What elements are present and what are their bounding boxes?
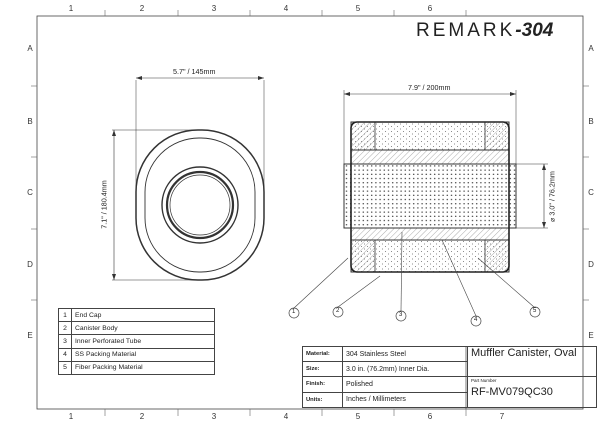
grid-col-1: 1 bbox=[68, 4, 74, 13]
grid-col-6: 6 bbox=[427, 4, 433, 13]
grid-row-d: D bbox=[27, 260, 33, 269]
brand-logo: REMARK-304 bbox=[416, 20, 553, 42]
legend-num: 1 bbox=[58, 307, 72, 323]
grid-row-d-right: D bbox=[588, 260, 594, 269]
grid-col-3-bottom: 3 bbox=[211, 412, 217, 421]
legend-num: 5 bbox=[58, 360, 72, 375]
part-number: RF-MV079QC30 bbox=[471, 386, 553, 399]
legend-num: 4 bbox=[58, 347, 72, 362]
legend-label: SS Packing Material bbox=[71, 347, 215, 362]
grid-col-4-bottom: 4 bbox=[283, 412, 289, 421]
callout-4: 4 bbox=[474, 317, 478, 323]
callout-5: 5 bbox=[533, 308, 537, 314]
leader-lines bbox=[293, 231, 535, 317]
part-name: Muffler Canister, Oval bbox=[471, 347, 577, 359]
grid-col-2: 2 bbox=[139, 4, 145, 13]
grid-row-a-right: A bbox=[588, 44, 594, 53]
end-view bbox=[112, 76, 265, 281]
legend-num: 3 bbox=[58, 334, 72, 349]
dim-length: 7.9" / 200mm bbox=[408, 83, 451, 92]
callout-2: 2 bbox=[336, 308, 340, 314]
legend-label: End Cap bbox=[71, 307, 215, 323]
dim-end-height: 7.1" / 180.4mm bbox=[99, 180, 109, 229]
grid-col-3: 3 bbox=[211, 4, 217, 13]
grid-col-6-bottom: 6 bbox=[427, 412, 433, 421]
material-value: 304 Stainless Steel bbox=[342, 345, 468, 363]
callout-1: 1 bbox=[292, 309, 296, 315]
size-value: 3.0 in. (76.2mm) Inner Dia. bbox=[342, 361, 468, 378]
part-number-label: Part Number bbox=[471, 378, 497, 384]
legend-label: Fiber Packing Material bbox=[71, 360, 215, 375]
callout-bubbles bbox=[288, 306, 541, 327]
units-label: Units: bbox=[302, 391, 343, 408]
grid-row-c: C bbox=[27, 188, 33, 197]
grid-row-e-right: E bbox=[588, 331, 594, 340]
part-number-cell: Part Number RF-MV079QC30 bbox=[467, 376, 597, 408]
grid-row-c-right: C bbox=[588, 188, 594, 197]
dim-inner-dia: ⌀ 3.0" / 76.2mm bbox=[547, 171, 557, 222]
finish-value: Polished bbox=[342, 376, 468, 393]
dim-end-width: 5.7" / 145mm bbox=[173, 67, 216, 76]
section-view bbox=[343, 90, 548, 273]
legend-num: 2 bbox=[58, 321, 72, 336]
brand-word: REMARK bbox=[416, 20, 516, 41]
grid-col-1-bottom: 1 bbox=[68, 412, 74, 421]
grid-row-b-right: B bbox=[588, 117, 594, 126]
size-label: Size: bbox=[302, 361, 343, 378]
grid-row-b: B bbox=[27, 117, 33, 126]
finish-label: Finish: bbox=[302, 376, 343, 393]
material-label: Material: bbox=[302, 345, 343, 363]
legend-label: Inner Perforated Tube bbox=[71, 334, 215, 349]
grid-row-a: A bbox=[27, 44, 33, 53]
part-name-cell: Muffler Canister, Oval bbox=[467, 345, 597, 378]
units-value: Inches / Millimeters bbox=[342, 391, 468, 408]
title-block: Material: 304 Stainless Steel Muffler Ca… bbox=[302, 345, 597, 408]
grid-col-4: 4 bbox=[283, 4, 289, 13]
brand-number: -304 bbox=[515, 20, 554, 41]
grid-col-2-bottom: 2 bbox=[139, 412, 145, 421]
grid-col-5-bottom: 5 bbox=[355, 412, 361, 421]
grid-col-7-bottom: 7 bbox=[499, 412, 505, 421]
grid-row-e: E bbox=[27, 331, 33, 340]
callout-3: 3 bbox=[399, 312, 403, 318]
grid-col-5: 5 bbox=[355, 4, 361, 13]
legend-label: Canister Body bbox=[71, 321, 215, 336]
